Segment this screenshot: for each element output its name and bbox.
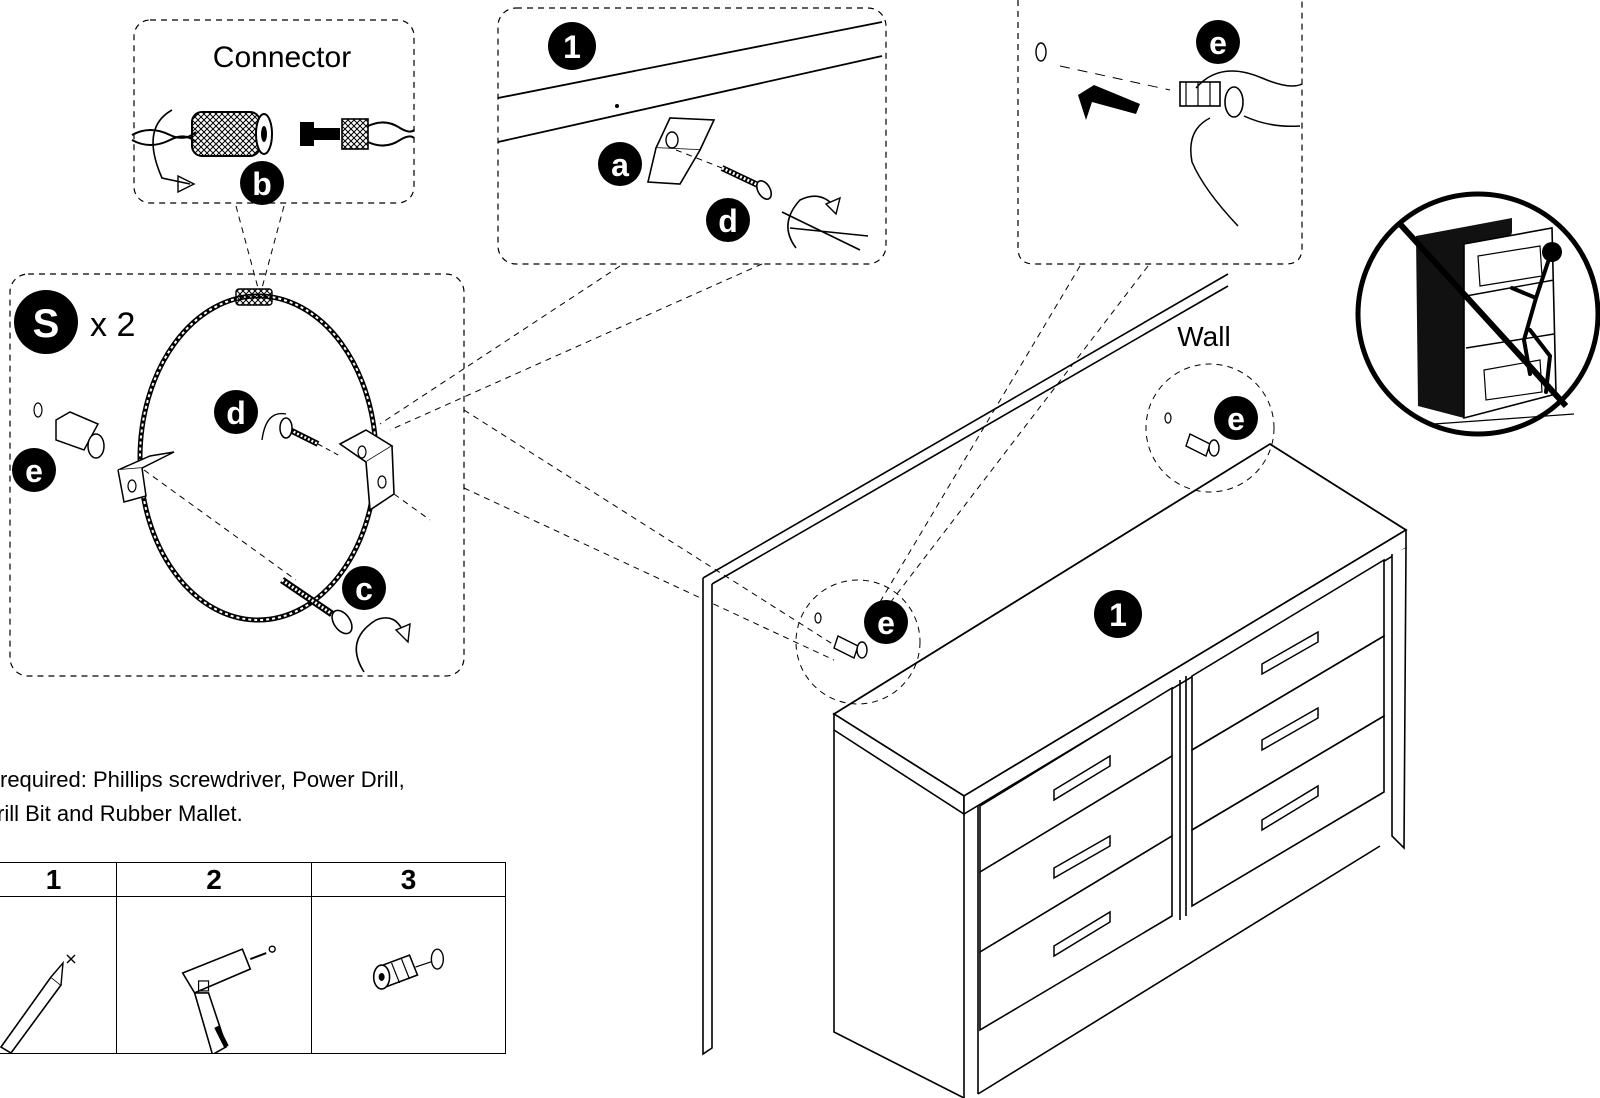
svg-text:1: 1 (1109, 597, 1127, 633)
power-drill-icon (116, 897, 311, 1053)
svg-text:d: d (226, 395, 246, 431)
part-badge-d (706, 198, 750, 242)
wall-and-dresser: Wall 1 (702, 273, 1408, 1098)
step-badge-1-dresser (1094, 590, 1142, 638)
step-badge-1 (548, 22, 596, 70)
wall-anchor-icon (311, 897, 505, 1053)
part-badge-c (342, 566, 386, 610)
part-badge-e-top (1196, 20, 1240, 64)
part-badge-d-kit (214, 390, 258, 434)
part-badge-b (240, 161, 284, 205)
svg-text:c: c (355, 571, 373, 607)
svg-text:S: S (33, 302, 60, 346)
svg-text:b: b (252, 166, 272, 202)
kit-badge-s (14, 290, 78, 354)
part-badge-e-wall-right (1214, 396, 1258, 440)
pencil-icon (0, 897, 116, 1053)
tool-header-1: 1 (0, 863, 116, 897)
connector-title: Connector (213, 41, 351, 74)
tools-note-line-1: required: Phillips screwdriver, Power Dr… (0, 767, 405, 792)
tools-required-note: required: Phillips screwdriver, Power Dr… (0, 763, 520, 831)
part-badge-e-wall-left (864, 600, 908, 644)
kit-quantity: x 2 (90, 306, 135, 344)
tools-note-line-2: rill Bit and Rubber Mallet. (0, 801, 243, 826)
anchor-callout: e (873, 0, 1303, 617)
kit-callout: S x 2 e c d (9, 273, 843, 677)
svg-text:a: a (611, 147, 629, 183)
svg-text:e: e (1209, 25, 1227, 61)
push-arrow-icon (1078, 85, 1140, 120)
svg-text:e: e (25, 453, 43, 489)
no-climbing-warning-icon (1355, 191, 1600, 437)
tool-steps-table: 1 2 3 (0, 862, 506, 1054)
svg-text:d: d (718, 203, 738, 239)
svg-text:1: 1 (563, 29, 581, 65)
part-badge-e-left (12, 448, 56, 492)
tool-header-2: 2 (116, 863, 311, 897)
connector-callout: Connector b (131, 19, 415, 289)
bracket-callout: 1 a d (379, 7, 887, 431)
tool-header-3: 3 (311, 863, 505, 897)
wall-label: Wall (1177, 321, 1230, 352)
svg-text:e: e (877, 605, 895, 641)
part-badge-a (598, 142, 642, 186)
svg-text:e: e (1227, 401, 1245, 437)
